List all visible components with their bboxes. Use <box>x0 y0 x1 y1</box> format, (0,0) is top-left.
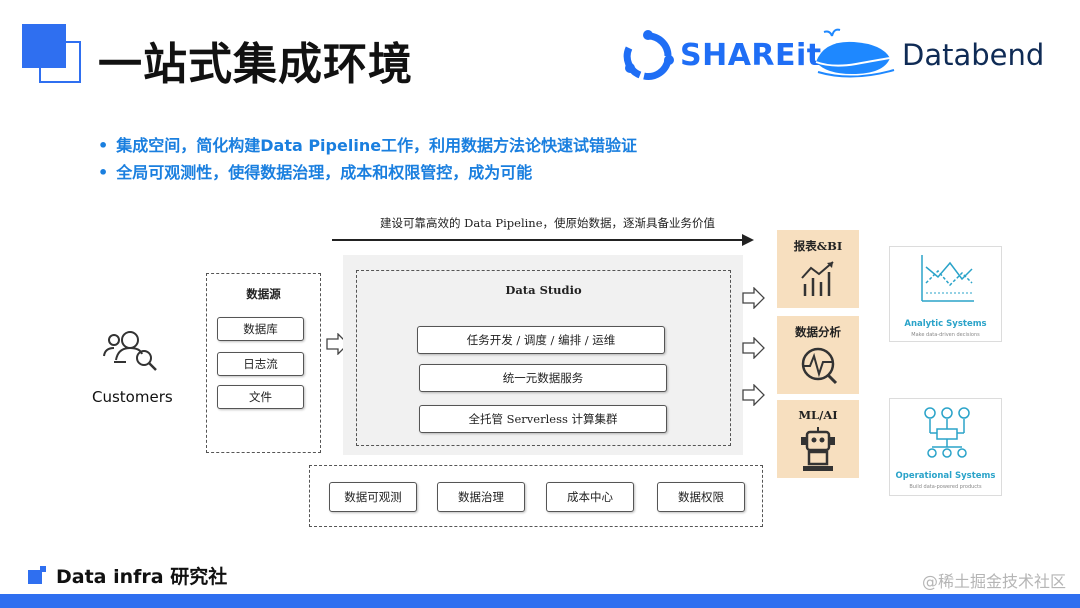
robot-icon <box>801 427 835 471</box>
system-subtitle: Build data-powered products <box>909 484 982 490</box>
bullet-item: 全局可观测性，使得数据治理，成本和权限管控，成为可能 <box>98 159 637 186</box>
hollow-arrow-icon <box>742 384 765 406</box>
datasource-item: 数据库 <box>217 317 304 341</box>
governance-item: 数据权限 <box>657 482 745 512</box>
customers-label: Customers <box>92 388 173 406</box>
output-card-bi: 报表&BI <box>777 230 859 308</box>
title-squares-icon <box>22 24 84 86</box>
datasource-item: 日志流 <box>217 352 304 376</box>
analysis-icon <box>801 347 838 385</box>
shareit-logo-icon <box>623 30 674 80</box>
operational-systems-card: Operational Systems Build data-powered p… <box>889 398 1002 496</box>
customers-icon <box>103 331 157 371</box>
operational-network-icon <box>924 407 970 458</box>
datasource-title: 数据源 <box>246 287 281 301</box>
bar-chart-icon <box>801 261 834 296</box>
bullet-list: 集成空间，简化构建Data Pipeline工作，利用数据方法论快速试错验证 全… <box>98 132 637 186</box>
studio-item: 任务开发 / 调度 / 编排 / 运维 <box>417 326 665 354</box>
system-title: Analytic Systems <box>904 319 987 329</box>
output-label: ML/AI <box>798 408 838 422</box>
governance-item: 数据可观测 <box>329 482 417 512</box>
shareit-logo-text: SHAREit <box>680 38 822 73</box>
analytic-systems-card: Analytic Systems Make data-driven decisi… <box>889 246 1002 342</box>
system-subtitle: Make data-driven decisions <box>911 332 980 338</box>
output-label: 数据分析 <box>795 325 841 339</box>
governance-item: 数据治理 <box>437 482 525 512</box>
datasource-item: 文件 <box>217 385 304 409</box>
output-label: 报表&BI <box>793 239 843 253</box>
databend-logo-text: Databend <box>902 38 1045 72</box>
studio-panel <box>356 270 731 446</box>
output-card-mlai: ML/AI <box>777 400 859 478</box>
datasource-panel <box>206 273 321 453</box>
output-card-analysis: 数据分析 <box>777 316 859 394</box>
analytic-chart-icon <box>921 255 974 302</box>
governance-item: 成本中心 <box>546 482 634 512</box>
footer-square-icon <box>28 566 46 584</box>
hollow-arrow-icon <box>742 337 765 359</box>
studio-title: Data Studio <box>505 283 582 297</box>
watermark: @稀土掘金技术社区 <box>921 572 1066 591</box>
governance-panel <box>309 465 763 527</box>
bottom-bar <box>0 594 1080 608</box>
hollow-arrow-icon <box>742 287 765 309</box>
databend-whale-icon <box>815 28 895 78</box>
page-title: 一站式集成环境 <box>98 39 413 90</box>
system-title: Operational Systems <box>895 471 996 481</box>
pipeline-arrow-icon <box>332 234 754 246</box>
bullet-item: 集成空间，简化构建Data Pipeline工作，利用数据方法论快速试错验证 <box>98 132 637 159</box>
studio-item: 统一元数据服务 <box>419 364 667 392</box>
footer-brand: Data infra 研究社 <box>56 566 228 588</box>
studio-item: 全托管 Serverless 计算集群 <box>419 405 667 433</box>
pipeline-caption: 建设可靠高效的 Data Pipeline，使原始数据，逐渐具备业务价值 <box>380 216 716 230</box>
